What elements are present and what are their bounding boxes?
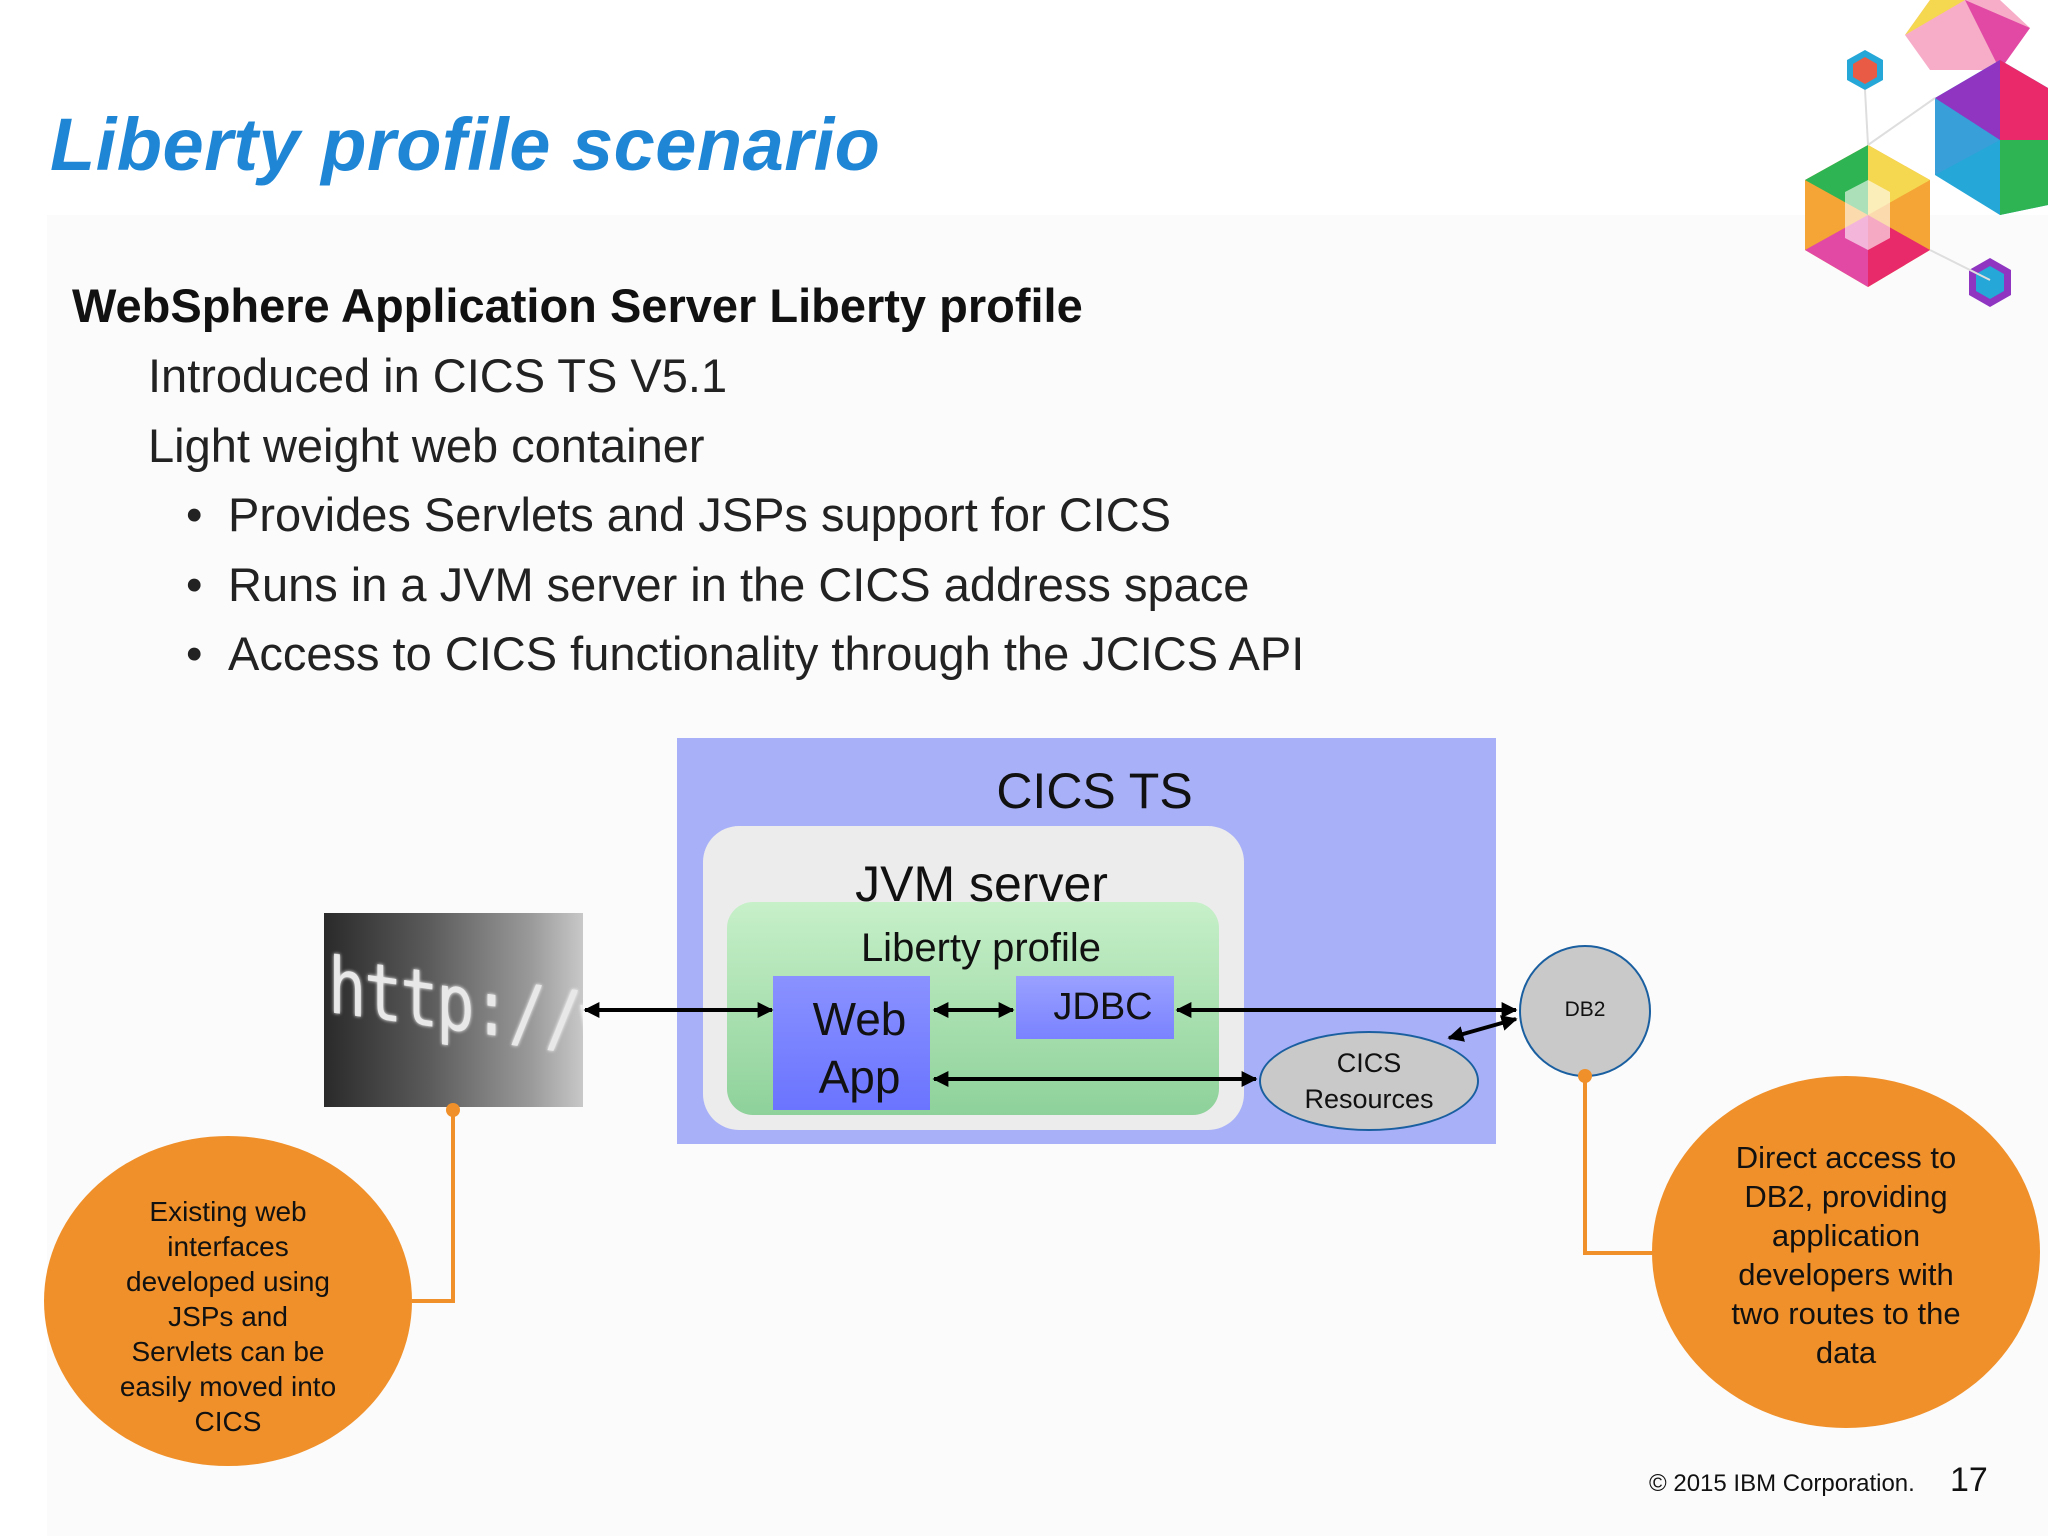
http-browser-image: http://www [324, 913, 583, 1107]
cics-ts-label: CICS TS [996, 763, 1193, 819]
cics-resources-label: CICS Resources [1259, 1045, 1479, 1117]
jdbc-box [1016, 976, 1174, 1039]
callout-line: Existing web [149, 1196, 307, 1227]
page-number: 17 [1950, 1461, 1988, 1499]
resources-to-db2-arrow [1447, 1015, 1518, 1042]
web-app-box [773, 976, 930, 1110]
callout-right-text: Direct access to DB2, providing applicat… [1712, 1138, 1980, 1372]
web-app-label-line: Web [812, 993, 907, 1045]
bullet-icon: • [186, 558, 203, 611]
bullet-icon: • [186, 488, 203, 541]
jdbc-label: JDBC [1053, 986, 1153, 1028]
callout-left-text: Existing web interfaces developed using … [100, 1194, 356, 1439]
callout-line: Servlets can be [131, 1336, 325, 1367]
callout-line: two routes to the [1731, 1296, 1961, 1331]
slide-title: Liberty profile scenario [50, 103, 881, 186]
callout-right-connector [1583, 1076, 1656, 1255]
bullet-text: Provides Servlets and JSPs support for C… [228, 488, 1172, 541]
callout-left-connector [412, 1110, 455, 1303]
db2-label: DB2 [1564, 998, 1606, 1021]
liberty-profile-label: Liberty profile [860, 926, 1102, 970]
bullet-text: Runs in a JVM server in the CICS address… [228, 558, 1250, 611]
callout-line: easily moved into [119, 1371, 337, 1402]
cics-resources-label-line: Resources [1304, 1084, 1434, 1114]
section-heading: WebSphere Application Server Liberty pro… [72, 279, 1083, 332]
callout-line: developers with [1738, 1257, 1954, 1292]
bullet-icon: • [186, 627, 203, 680]
text-line-intro: Introduced in CICS TS V5.1 [148, 349, 728, 402]
cics-resources-label-line: CICS [1336, 1048, 1402, 1078]
callout-line: interfaces [167, 1231, 289, 1262]
bullet-text: Access to CICS functionality through the… [228, 627, 1305, 680]
callout-line: application [1771, 1218, 1921, 1253]
callout-line: Direct access to [1735, 1140, 1957, 1175]
callout-left-anchor [446, 1103, 460, 1117]
callout-right-bubble [1652, 1076, 2040, 1428]
callout-left-bubble [44, 1136, 412, 1466]
callout-line: developed using [126, 1266, 330, 1297]
callout-line: DB2, providing [1744, 1179, 1948, 1214]
cics-resources-node [1259, 1031, 1479, 1131]
db2-node [1519, 945, 1651, 1077]
callout-right-anchor [1578, 1069, 1592, 1083]
text-line-container: Light weight web container [148, 419, 705, 472]
callout-line: CICS [194, 1406, 262, 1437]
copyright-text: © 2015 IBM Corporation. [1649, 1470, 1915, 1497]
callout-line: JSPs and [168, 1301, 288, 1332]
web-app-label-line: App [818, 1051, 901, 1103]
web-app-label: Web App [773, 990, 946, 1106]
callout-line: data [1815, 1335, 1877, 1370]
